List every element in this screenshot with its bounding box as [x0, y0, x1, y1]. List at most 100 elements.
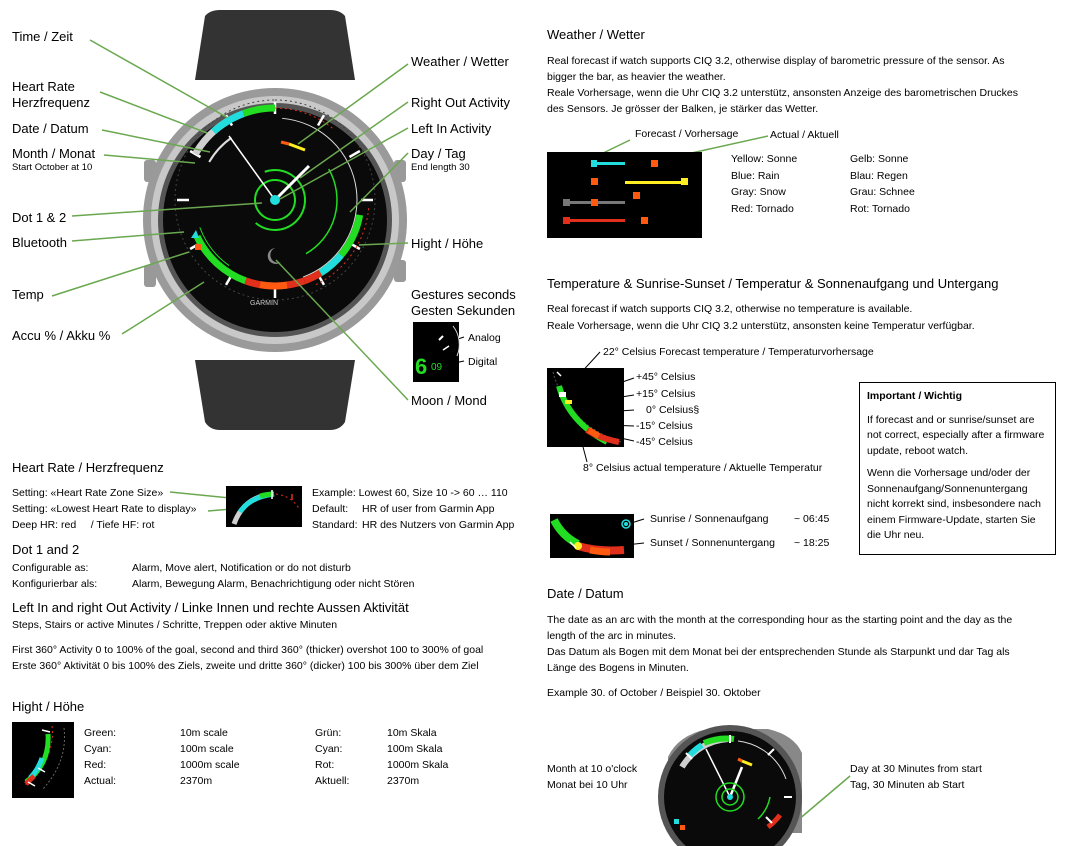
weather-dot-actual — [651, 160, 658, 167]
important-de: Wenn die Vorhersage und/oder der Sonnena… — [867, 467, 1041, 541]
hr-default-key: Default: — [312, 503, 349, 515]
sunset-time: ~ 18:25 — [794, 537, 830, 549]
weather-actual-label: Actual / Aktuell — [770, 129, 839, 141]
date-p2: length of the arc in minutes. — [547, 630, 676, 642]
hight-cyan-arc — [318, 252, 344, 276]
temp-scale-2: 0° Celsius§ — [646, 404, 700, 416]
hr-setting-1: Setting: «Heart Rate Zone Size» — [12, 487, 164, 499]
temp-scale-1: +15° Celsius — [636, 388, 696, 400]
hight-thumbnail — [12, 722, 74, 798]
callout-month-sub: Start October at 10 — [12, 162, 93, 173]
callout-moon: Moon / Mond — [411, 393, 487, 408]
right-out-activity-arc — [282, 117, 358, 278]
hight-row-3-b: 2370m — [180, 775, 213, 787]
temp-scale-4: -45° Celsius — [636, 436, 693, 448]
date-p4: Länge des Bogens in Minuten. — [547, 662, 689, 674]
callout-temp: Temp — [12, 287, 44, 302]
hr-default-val: HR of user from Garmin App — [362, 503, 495, 515]
activity-title: Left In and right Out Activity / Linke I… — [12, 600, 409, 615]
temperature-p2: Reale Vorhersage, wenn die Uhr CIQ 3.2 u… — [547, 320, 975, 332]
hight-row-3-a: Actual: — [84, 775, 117, 787]
weather-p1: Real forecast if watch supports CIQ 3.2,… — [547, 55, 1005, 67]
watch-dial — [174, 99, 376, 301]
callout-bluetooth: Bluetooth — [12, 235, 67, 250]
heart-rate-title: Heart Rate / Herzfrequenz — [12, 460, 164, 475]
hr-deep: Deep HR: red / Tiefe HF: rot — [12, 519, 155, 531]
weather-bar — [288, 142, 306, 152]
date-day-label: Day at 30 Minutes from start — [850, 763, 982, 775]
weather-legend-1-en: Blue: Rain — [731, 170, 780, 182]
sunrise-label: Sunrise / Sonnenaufgang — [650, 513, 769, 525]
gesture-seconds-value: 09 — [431, 362, 443, 373]
gesture-analog-label: Analog — [468, 332, 501, 344]
dots-conf-de-key: Konfigurierbar als: — [12, 578, 98, 590]
callout-gestures: Gestures seconds — [411, 287, 516, 302]
hight-row-0-c: Grün: — [315, 727, 342, 739]
sunset-label: Sunset / Sonnenuntergang — [650, 537, 775, 549]
important-note: Important / Wichtig If forecast and or s… — [859, 382, 1056, 555]
weather-legend-0-de: Gelb: Sonne — [850, 153, 909, 165]
weather-legend-2-de: Grau: Schnee — [850, 186, 915, 198]
important-en: If forecast and or sunrise/sunset are no… — [867, 413, 1045, 457]
weather-legend-3-en: Red: Tornado — [731, 203, 794, 215]
temp-actual-label: 8° Celsius actual temperature / Aktuelle… — [583, 462, 823, 474]
dots-conf-en-val: Alarm, Move alert, Notification or do no… — [132, 562, 351, 574]
weather-bar-yellow — [625, 181, 687, 184]
temp-scale-0: +45° Celsius — [636, 371, 696, 383]
weather-legend-2-en: Gray: Snow — [731, 186, 786, 198]
heart-rate-range-arc — [274, 107, 335, 130]
sun-thumbnail — [550, 514, 634, 558]
heart-rate-cyan-arc — [211, 110, 245, 135]
temp-arc — [199, 227, 230, 266]
callout-heart-rate-de: Herzfrequenz — [12, 95, 91, 110]
hr-setting-2: Setting: «Lowest Heart Rate to display» — [12, 503, 197, 515]
date-month-label: Month at 10 o'clock — [547, 763, 638, 775]
hr-example: Example: Lowest 60, Size 10 -> 60 … 110 — [312, 487, 508, 499]
important-title: Important / Wichtig — [867, 390, 962, 402]
temp-thumbnail — [547, 368, 624, 447]
weather-legend-0-en: Yellow: Sonne — [731, 153, 798, 165]
weather-p4: des Sensors. Je grösser der Balken, je s… — [547, 103, 819, 115]
weather-legend-1-de: Blau: Regen — [850, 170, 908, 182]
callout-dot: Dot 1 & 2 — [12, 210, 67, 225]
hr-standard-val: HR des Nutzers von Garmin App — [362, 519, 515, 531]
hight-row-0-a: Green: — [84, 727, 117, 739]
temp-marker — [195, 244, 201, 250]
temp-scale-3: -15° Celsius — [636, 420, 693, 432]
accu-green-arc — [193, 234, 247, 285]
moon-icon — [267, 248, 281, 264]
center-ring-inner — [254, 179, 296, 221]
temperature-p1: Real forecast if watch supports CIQ 3.2,… — [547, 303, 913, 315]
weather-forecast-label: Forecast / Vorhersage — [635, 128, 739, 140]
hight-row-0-d: 10m Skala — [387, 727, 437, 739]
hr-standard-key: Standard: — [312, 519, 358, 531]
weather-p2: bigger the bar, as heavier the weather. — [547, 71, 726, 83]
gestures-thumbnail: 6 09 — [413, 322, 460, 382]
callout-date: Date / Datum — [12, 121, 89, 136]
hight-row-2-b: 1000m scale — [180, 759, 240, 771]
hight-range-arc — [314, 208, 370, 286]
hight-row-0-b: 10m scale — [180, 727, 228, 739]
callout-left-in: Left In Activity — [411, 121, 492, 136]
center-ring-outer — [255, 169, 306, 231]
hight-row-2-d: 1000m Skala — [387, 759, 449, 771]
bluetooth-icon — [191, 230, 199, 238]
date-example: Example 30. of October / Beispiel 30. Ok… — [547, 687, 761, 699]
hight-row-2-c: Rot: — [315, 759, 335, 771]
date-month-label-de: Monat bei 10 Uhr — [547, 779, 628, 791]
hight-row-1-b: 100m scale — [180, 743, 234, 755]
callout-weather: Weather / Wetter — [411, 54, 509, 69]
callout-accu: Accu % / Akku % — [12, 328, 111, 343]
watch-brand: GARMIN — [250, 300, 278, 307]
hight-title: Hight / Höhe — [12, 699, 85, 714]
sunrise-time: ~ 06:45 — [794, 513, 830, 525]
callout-heart-rate: Heart Rate — [12, 79, 75, 94]
date-p3: Das Datum als Bogen mit dem Monat bei de… — [547, 646, 1010, 658]
hour-tick — [189, 149, 202, 159]
hight-row-1-c: Cyan: — [315, 743, 343, 755]
date-thumbnail — [658, 725, 802, 846]
weather-legend-3-de: Rot: Tornado — [850, 203, 910, 215]
weather-p3: Reale Vorhersage, wenn die Uhr CIQ 3.2 u… — [547, 87, 1019, 99]
callout-hight: Hight / Höhe — [411, 236, 484, 251]
date-day-label-de: Tag, 30 Minuten ab Start — [850, 779, 965, 791]
